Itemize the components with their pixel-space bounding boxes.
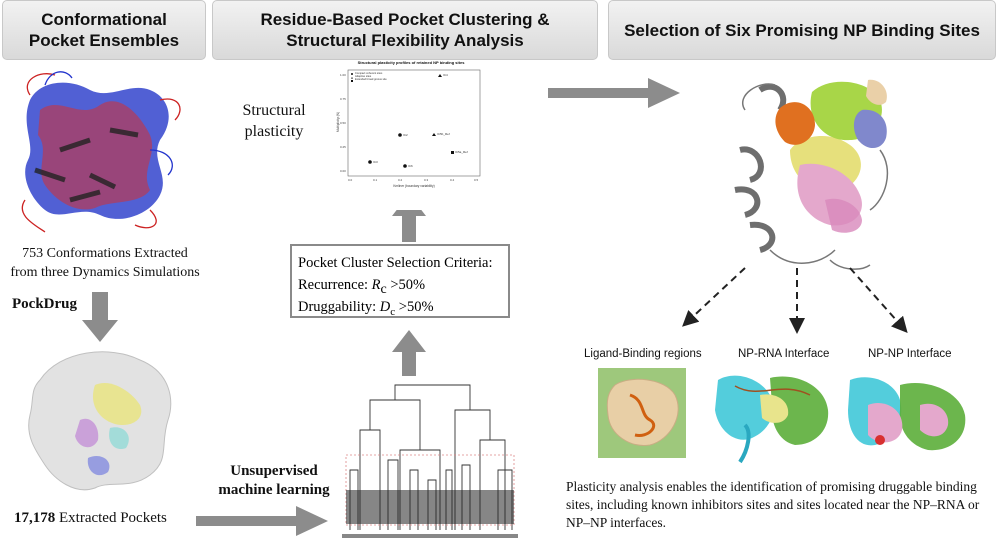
arrow-down-left bbox=[82, 292, 118, 342]
svg-text:0.4: 0.4 bbox=[450, 178, 455, 182]
structural-plasticity-label: Structural plasticity bbox=[242, 102, 306, 140]
criteria-druggability: Druggability: Dc >50% bbox=[298, 299, 434, 318]
plasticity-summary: Plasticity analysis enables the identifi… bbox=[566, 479, 980, 530]
svg-text:0.3: 0.3 bbox=[424, 178, 429, 182]
inset-legend: Compact coherent sites Adaptive sites Ex… bbox=[355, 72, 387, 81]
svg-text:0.50: 0.50 bbox=[340, 121, 346, 125]
svg-text:0.2: 0.2 bbox=[398, 178, 403, 182]
svg-text:IC3: IC3 bbox=[373, 160, 378, 164]
ligand-binding-thumbnail bbox=[598, 368, 686, 458]
header-binding-site-selection: Selection of Six Promising NP Binding Si… bbox=[608, 0, 996, 60]
svg-text:IC5b_Ref: IC5b_Ref bbox=[437, 132, 450, 136]
unsupervised-ml-label: Unsupervised machine learning bbox=[218, 463, 330, 498]
inset-ylabel: Multiplicity (N) bbox=[336, 112, 340, 133]
np-protein-pockets bbox=[734, 79, 889, 270]
np-np-thumbnail bbox=[846, 368, 970, 468]
dashed-arrows bbox=[682, 267, 908, 334]
svg-text:0.5: 0.5 bbox=[474, 178, 479, 182]
svg-text:1.00: 1.00 bbox=[340, 73, 346, 77]
protein-ribbon-ensemble bbox=[21, 71, 181, 233]
svg-text:IC6: IC6 bbox=[408, 164, 413, 168]
np-rna-interface-label: NP-RNA Interface bbox=[738, 348, 830, 360]
dendrogram bbox=[340, 376, 520, 538]
svg-text:IC2: IC2 bbox=[403, 133, 408, 137]
selection-criteria-box: Pocket Cluster Selection Criteria: Recur… bbox=[290, 244, 510, 318]
pockdrug-label: PockDrug bbox=[12, 296, 77, 312]
np-rna-thumbnail bbox=[712, 368, 832, 468]
svg-text:IC4: IC4 bbox=[443, 73, 448, 77]
extracted-pockets-caption: 17,178 Extracted Pockets bbox=[14, 510, 167, 526]
svg-text:0.75: 0.75 bbox=[340, 97, 346, 101]
plasticity-inset-plot: Structural plasticity profiles of retain… bbox=[336, 60, 486, 210]
np-np-interface-label: NP-NP Interface bbox=[868, 348, 952, 360]
arrow-up-lower bbox=[392, 330, 426, 376]
arrow-right-bottom bbox=[196, 506, 328, 536]
criteria-title: Pocket Cluster Selection Criteria: bbox=[298, 255, 493, 271]
header-clustering-analysis: Residue-Based Pocket Clustering &Structu… bbox=[212, 0, 598, 60]
svg-text:0.25: 0.25 bbox=[340, 145, 346, 149]
inset-xlabel: Kmliner (boundary variability) bbox=[393, 184, 435, 188]
conformations-caption: 753 Conformations Extracted from three D… bbox=[10, 246, 200, 280]
inset-plot-title: Structural plasticity profiles of retain… bbox=[357, 60, 465, 65]
svg-text:0.0: 0.0 bbox=[348, 178, 353, 182]
svg-text:IC5a_Ref: IC5a_Ref bbox=[455, 150, 468, 154]
arrow-right-top bbox=[548, 78, 680, 108]
criteria-recurrence: Recurrence: Rc >50% bbox=[298, 277, 426, 297]
svg-text:0.00: 0.00 bbox=[340, 169, 346, 173]
pocket-surface-image bbox=[28, 351, 172, 491]
svg-text:0.1: 0.1 bbox=[373, 178, 378, 182]
ligand-binding-label: Ligand-Binding regions bbox=[584, 348, 702, 360]
